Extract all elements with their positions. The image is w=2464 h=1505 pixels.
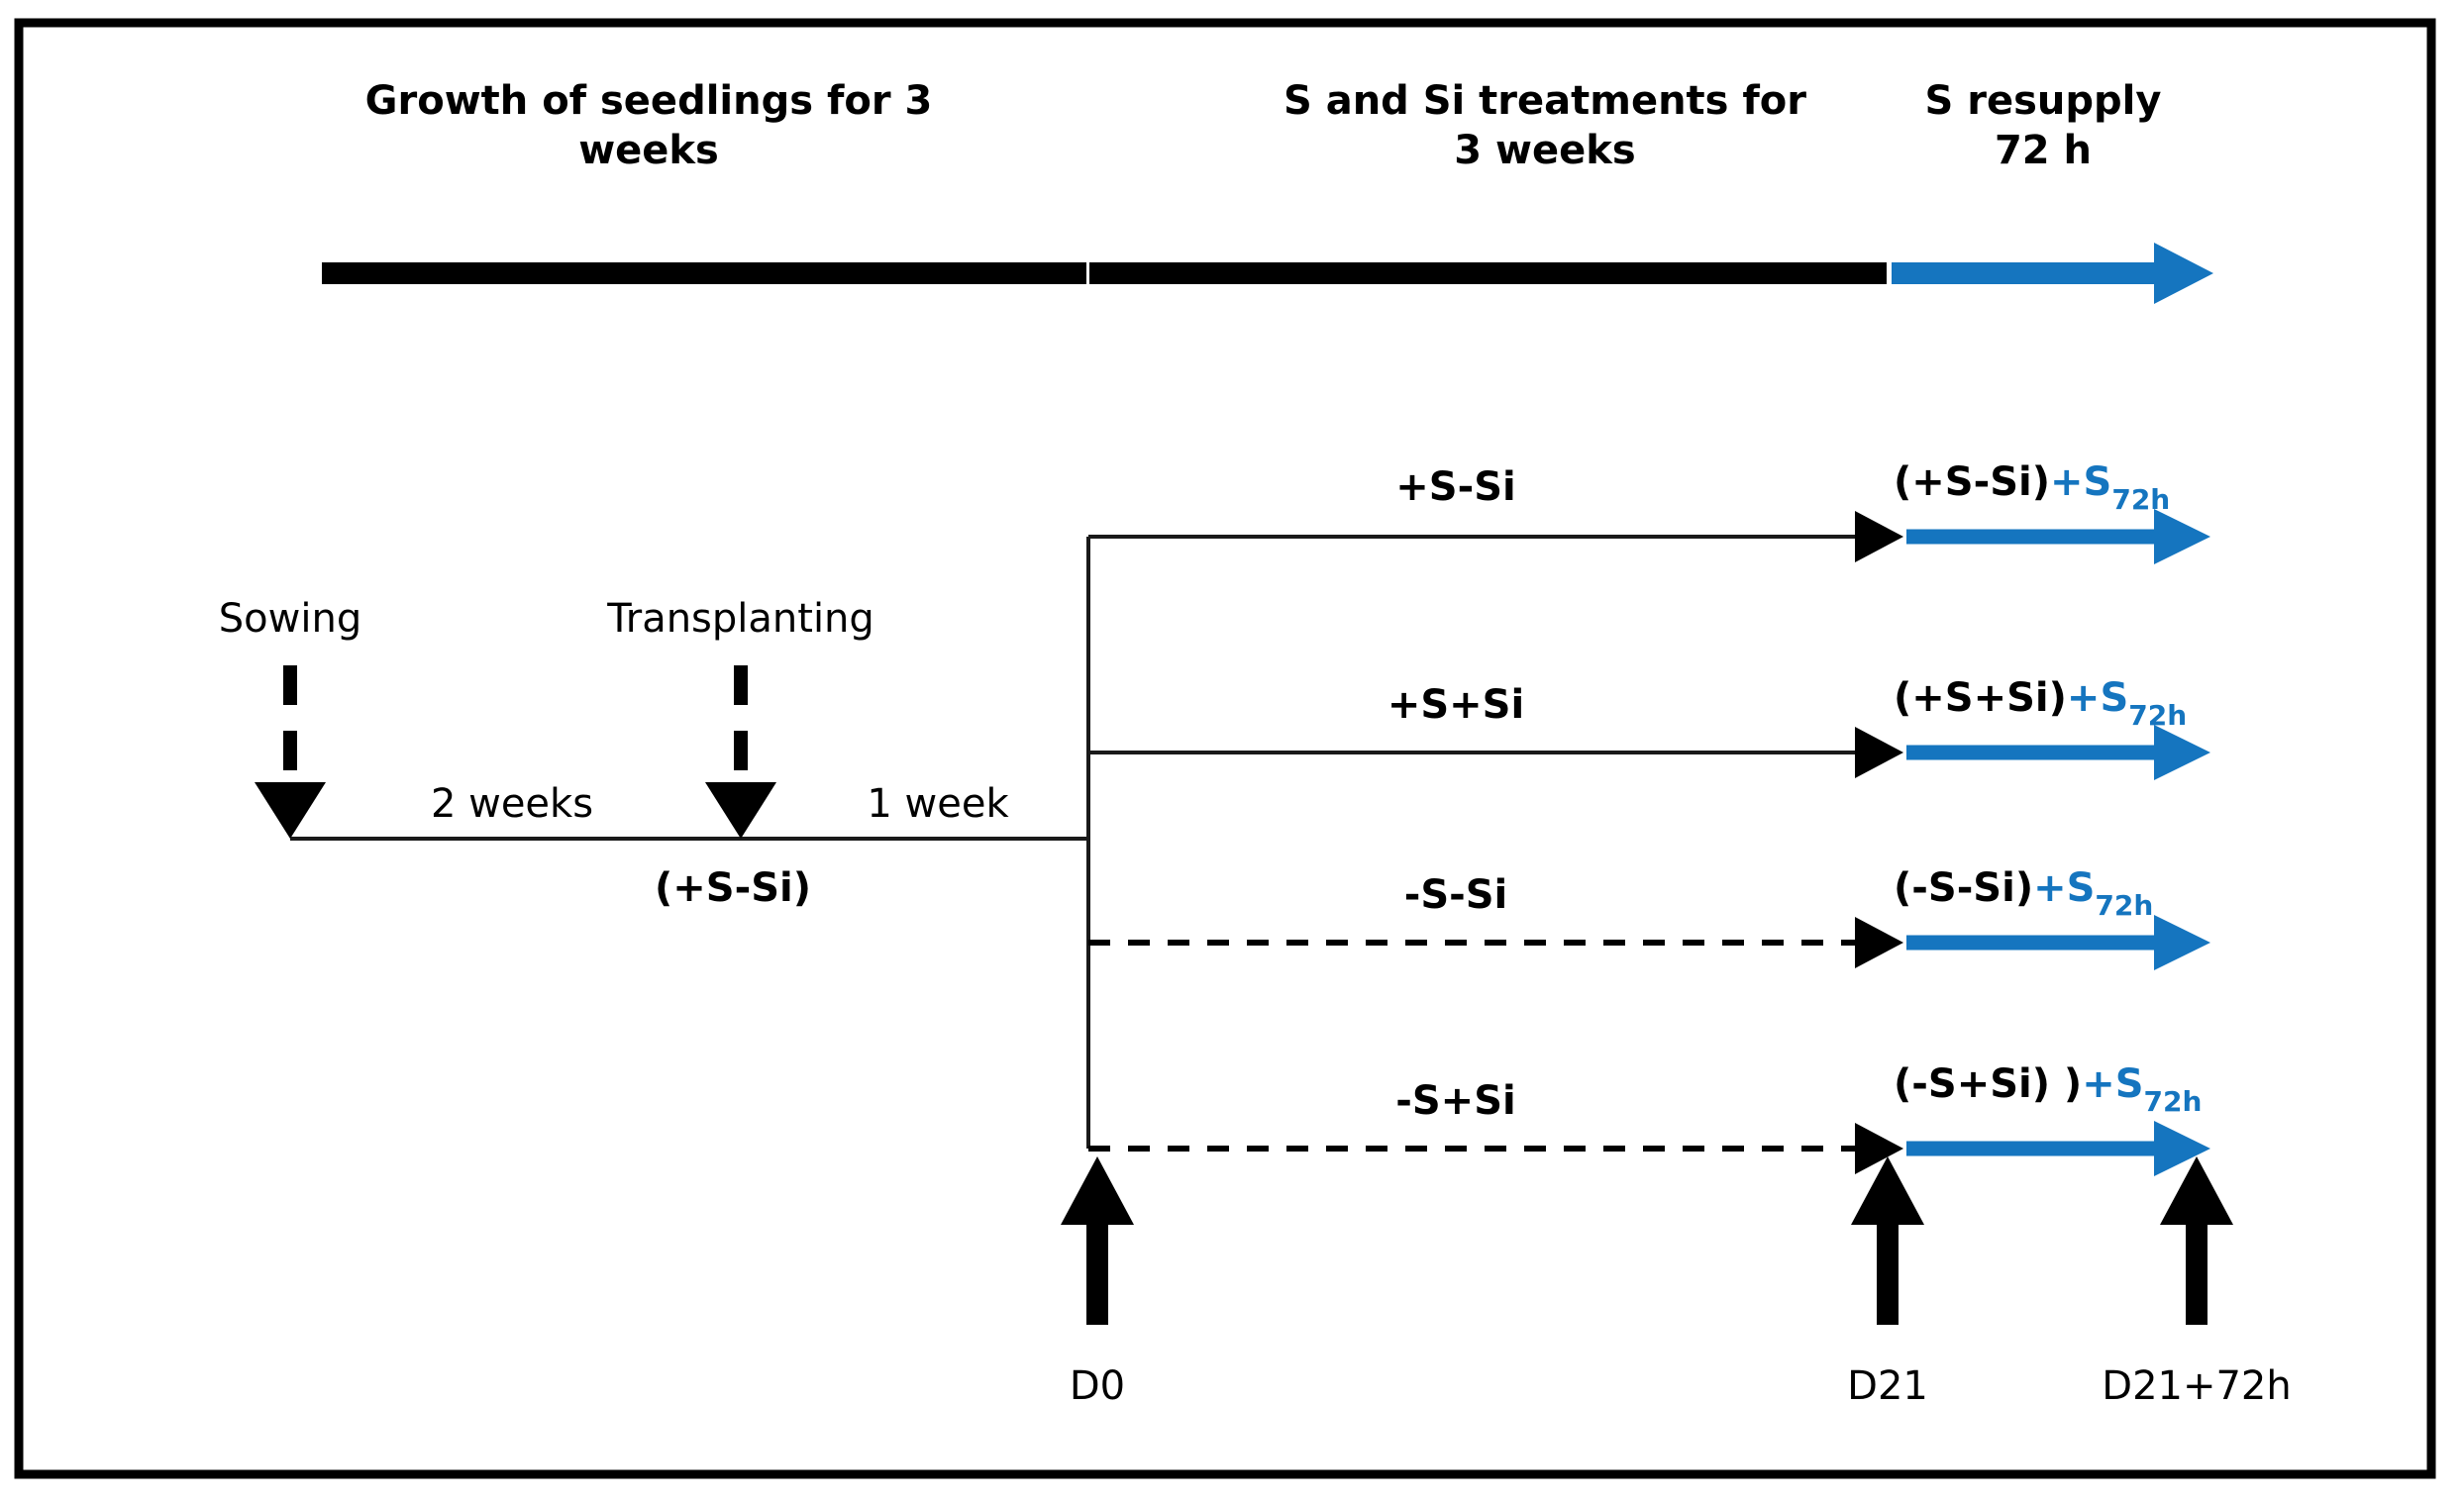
branch-2-treatment-label: +S+Si	[1387, 682, 1524, 728]
event-sowing: Sowing	[219, 596, 361, 839]
branch-4-resupply-arrowhead	[2154, 1121, 2210, 1176]
branch-3-outcome: (-S-Si)+S72h	[1894, 865, 2153, 922]
phase-treatments-title-line2: 3 weeks	[1454, 128, 1635, 173]
branch-2-resupply-arrowhead	[2154, 725, 2210, 780]
branch-2-outcome-blue: +S	[2067, 675, 2128, 721]
branch-4-arrowhead	[1855, 1123, 1903, 1174]
timepoint-d21-label: D21	[1847, 1363, 1928, 1409]
event-transplanting-arrowhead	[705, 782, 776, 839]
branch-4-outcome-sub: 72h	[2144, 1085, 2203, 1118]
phase-growth-title-line1: Growth of seedlings for 3	[365, 78, 933, 124]
phase-resupply-arrow	[1892, 243, 2213, 304]
branch-plus-s-minus-si: +S-Si (+S-Si)+S72h	[1088, 459, 2210, 564]
branch-4-treatment-label: -S+Si	[1395, 1078, 1515, 1124]
phase-treatments-title-line1: S and Si treatments for	[1283, 78, 1806, 124]
branch-3-outcome-black: (-S-Si)	[1894, 865, 2033, 911]
phase-header-resupply: S resupply 72 h	[1892, 78, 2213, 304]
branch-3-arrowhead	[1855, 917, 1903, 968]
phase-header-treatments: S and Si treatments for 3 weeks	[1089, 78, 1887, 284]
timepoint-d21-72h: D21+72h	[2102, 1156, 2292, 1409]
branch-minus-s-minus-si: -S-Si (-S-Si)+S72h	[1088, 865, 2210, 970]
figure-border	[14, 18, 2436, 1479]
phase-header-growth: Growth of seedlings for 3 weeks	[322, 78, 1086, 284]
branch-plus-s-plus-si: +S+Si (+S+Si)+S72h	[1088, 675, 2210, 780]
branch-4-outcome: (-S+Si) )+S72h	[1894, 1061, 2202, 1118]
branch-1-outcome: (+S-Si)+S72h	[1894, 459, 2170, 516]
branch-1-outcome-black: (+S-Si)	[1894, 459, 2050, 505]
branch-4-outcome-black: (-S+Si) )	[1894, 1061, 2082, 1107]
duration-2-weeks-label: 2 weeks	[431, 781, 593, 827]
phase-growth-title-line2: weeks	[578, 128, 719, 173]
timepoint-d0: D0	[1061, 1156, 1134, 1409]
branch-1-outcome-sub: 72h	[2111, 483, 2170, 516]
branch-2-arrowhead	[1855, 727, 1903, 778]
event-sowing-arrowhead	[255, 782, 326, 839]
phase-growth-bar	[322, 262, 1086, 284]
pre-timeline: Sowing Transplanting 2 weeks 1 week (+S-…	[219, 596, 1088, 911]
branch-2-outcome-sub: 72h	[2128, 699, 2187, 732]
timepoint-d21-72h-label: D21+72h	[2102, 1363, 2291, 1409]
event-sowing-label: Sowing	[219, 596, 361, 642]
branch-minus-s-plus-si: -S+Si (-S+Si) )+S72h	[1088, 1061, 2210, 1176]
duration-1-week-label: 1 week	[867, 781, 1009, 827]
branch-3-outcome-sub: 72h	[2095, 889, 2153, 922]
phase-resupply-title-line2: 72 h	[1995, 128, 2092, 173]
phase-treatments-bar	[1089, 262, 1887, 284]
event-transplanting-label: Transplanting	[606, 596, 874, 642]
branch-1-treatment-label: +S-Si	[1395, 464, 1515, 510]
event-transplanting: Transplanting	[606, 596, 874, 839]
pre-timeline-condition-label: (+S-Si)	[655, 865, 811, 911]
branch-3-resupply-arrowhead	[2154, 915, 2210, 970]
branch-3-treatment-label: -S-Si	[1404, 872, 1508, 918]
branch-4-outcome-blue: +S	[2082, 1061, 2143, 1107]
branch-1-outcome-blue: +S	[2050, 459, 2111, 505]
branch-2-outcome-black: (+S+Si)	[1894, 675, 2067, 721]
phase-resupply-title-line1: S resupply	[1925, 78, 2162, 124]
branch-1-resupply-arrowhead	[2154, 509, 2210, 564]
branch-2-outcome: (+S+Si)+S72h	[1894, 675, 2187, 732]
branch-3-outcome-blue: +S	[2033, 865, 2095, 911]
branch-1-arrowhead	[1855, 511, 1903, 562]
timepoint-d0-label: D0	[1070, 1363, 1125, 1409]
timepoint-d21: D21	[1847, 1156, 1928, 1409]
